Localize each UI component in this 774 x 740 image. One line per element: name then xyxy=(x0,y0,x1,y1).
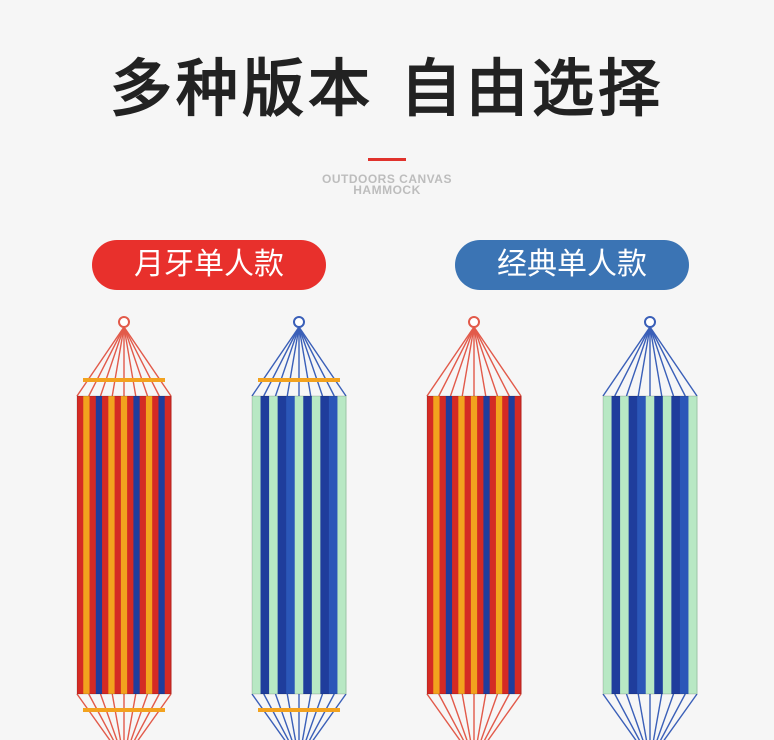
page-title: 多种版本自由选择 xyxy=(0,38,774,128)
fabric-stripe xyxy=(145,396,153,694)
title-part-2: 自由选择 xyxy=(400,52,665,125)
hammock-red-classic xyxy=(426,316,522,740)
fabric-stripe xyxy=(83,396,91,694)
fabric-stripe xyxy=(489,396,497,694)
fabric-stripe xyxy=(628,396,638,694)
fabric-stripe xyxy=(127,396,134,694)
fabric-stripe xyxy=(502,396,509,694)
subtitle-line-1: OUTDOORS CANVAS xyxy=(322,172,452,186)
fabric-stripe xyxy=(662,396,672,694)
spreader-bar xyxy=(258,708,340,712)
fabric-stripe xyxy=(654,396,664,694)
fabric-stripe xyxy=(260,396,270,694)
fabric-stripe xyxy=(320,396,330,694)
hammock-blue-crescent xyxy=(251,316,347,740)
fabric-stripe xyxy=(679,396,689,694)
fabric-stripe xyxy=(337,396,347,694)
fabric-stripe xyxy=(158,396,166,694)
fabric-stripe xyxy=(294,396,304,694)
title-part-1: 多种版本 xyxy=(109,52,374,125)
fabric-stripe xyxy=(95,396,103,694)
fabric-stripe xyxy=(477,396,484,694)
hammock-blue-classic xyxy=(602,316,698,740)
fabric-stripe xyxy=(328,396,338,694)
fabric-stripe xyxy=(433,396,441,694)
fabric-stripe xyxy=(671,396,681,694)
spreader-bar xyxy=(83,378,165,382)
fabric-stripe xyxy=(102,396,109,694)
fabric-stripe xyxy=(89,396,97,694)
hanging-ring-icon xyxy=(293,316,305,328)
hanging-ring-icon xyxy=(118,316,130,328)
fabric-stripe xyxy=(452,396,459,694)
fabric-stripe xyxy=(514,396,522,694)
fabric-stripe xyxy=(645,396,655,694)
fabric-stripe xyxy=(277,396,287,694)
hanging-ring-icon xyxy=(468,316,480,328)
fabric-stripe xyxy=(688,396,698,694)
subtitle-line-2: HAMMOCK xyxy=(353,183,421,197)
fabric-stripe xyxy=(139,396,147,694)
fabric-stripe xyxy=(120,396,128,694)
spreader-bar xyxy=(83,708,165,712)
subtitle: OUTDOORS CANVAS HAMMOCK xyxy=(300,172,474,197)
fabric-stripe xyxy=(252,396,262,694)
fabric-stripe xyxy=(286,396,296,694)
fabric-stripe xyxy=(611,396,621,694)
fabric-stripe xyxy=(108,396,116,694)
fabric-stripe xyxy=(495,396,503,694)
hammock-red-crescent xyxy=(76,316,172,740)
fabric-stripe xyxy=(427,396,434,694)
fabric-stripe xyxy=(464,396,472,694)
fabric-stripe xyxy=(311,396,321,694)
fabric-stripe xyxy=(470,396,478,694)
fabric-stripe xyxy=(508,396,516,694)
fabric-stripe xyxy=(603,396,613,694)
fabric-stripe xyxy=(439,396,447,694)
fabric-stripe xyxy=(445,396,453,694)
fabric-stripe xyxy=(303,396,313,694)
fabric-stripe xyxy=(620,396,630,694)
fabric-stripe xyxy=(637,396,647,694)
version-label-crescent: 月牙单人款 xyxy=(92,240,326,290)
version-label-classic: 经典单人款 xyxy=(455,240,689,290)
hanging-ring-icon xyxy=(644,316,656,328)
fabric-stripe xyxy=(458,396,466,694)
spreader-bar xyxy=(258,378,340,382)
fabric-stripe xyxy=(152,396,159,694)
fabric-stripe xyxy=(269,396,279,694)
fabric-stripe xyxy=(164,396,172,694)
fabric-stripe xyxy=(133,396,141,694)
fabric-stripe xyxy=(77,396,84,694)
fabric-stripe xyxy=(114,396,122,694)
fabric-stripe xyxy=(483,396,491,694)
accent-divider xyxy=(368,158,406,161)
